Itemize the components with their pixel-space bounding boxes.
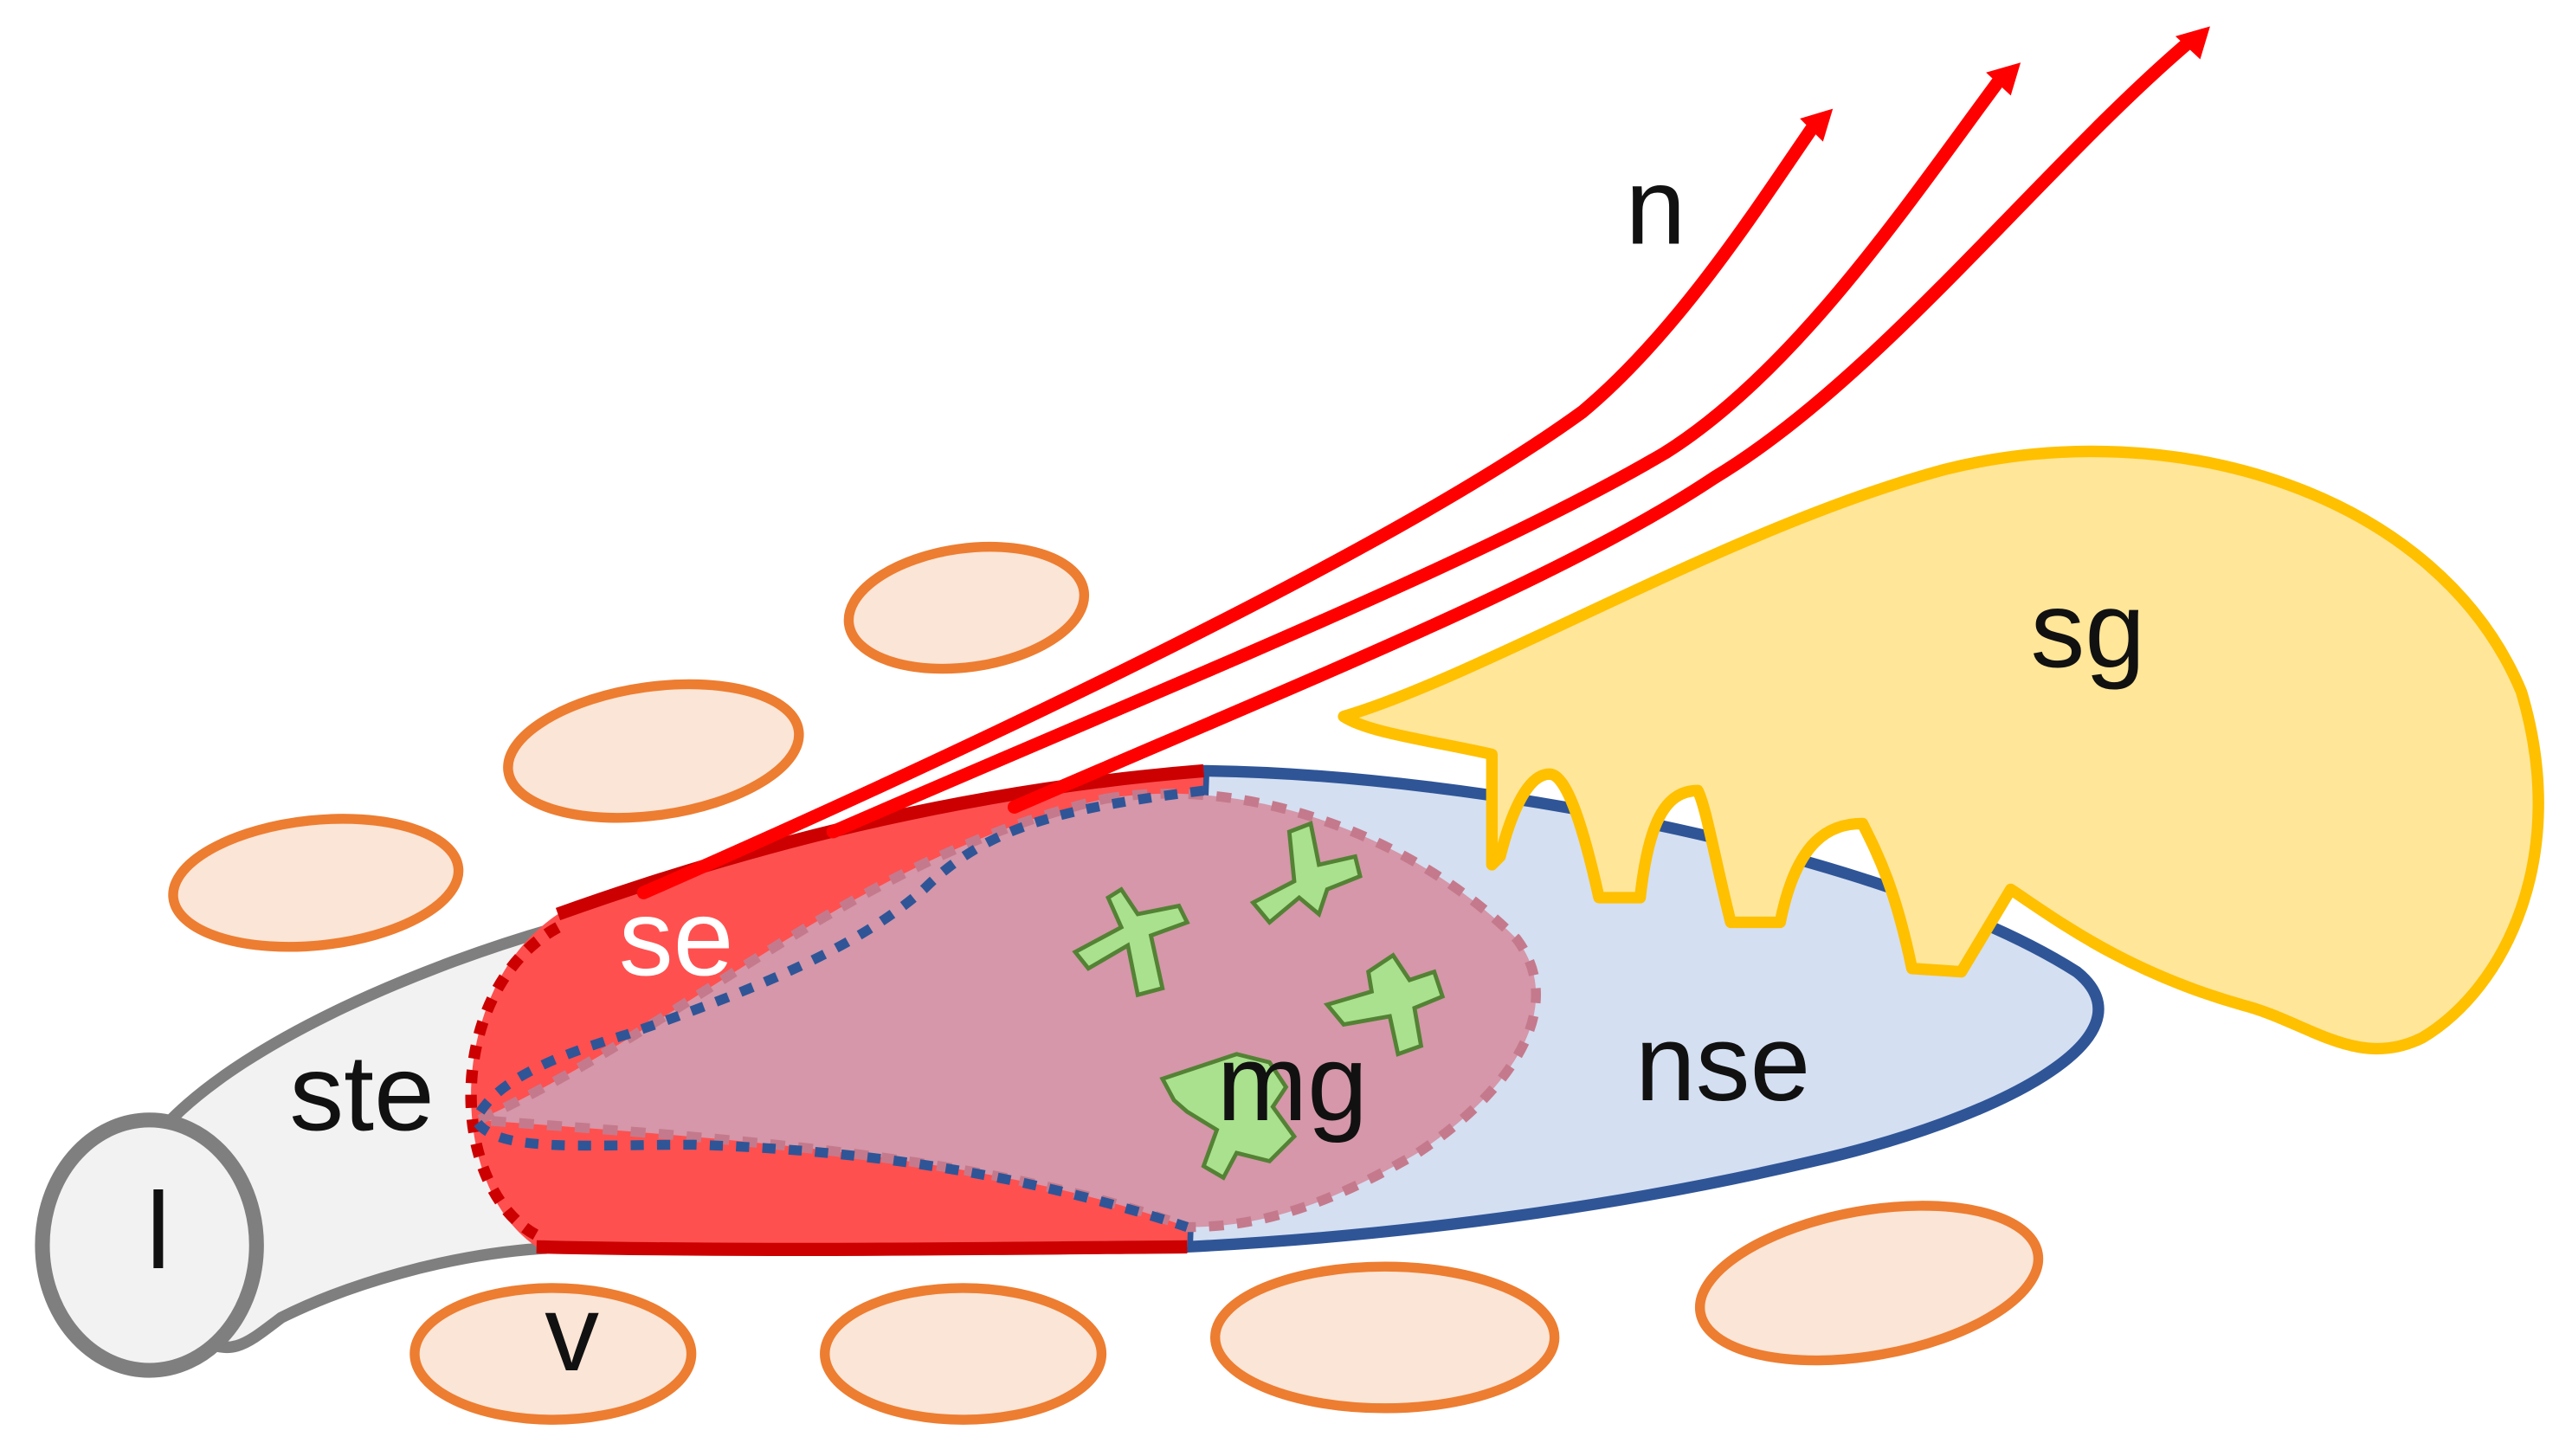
label-l: l (146, 1169, 171, 1292)
vessel-oval (1209, 1261, 1560, 1414)
label-se: se (619, 876, 734, 998)
nerve-end-arrow (1986, 62, 2021, 96)
vessel-oval (168, 814, 464, 952)
label-mg: mg (1217, 1021, 1368, 1144)
vessel-oval (843, 541, 1090, 674)
label-ste: ste (289, 1031, 435, 1153)
nerve-fiber (826, 68, 2009, 839)
vessel-oval (1694, 1201, 2044, 1366)
nerve-fiber (1007, 33, 2199, 814)
label-v: v (545, 1272, 599, 1394)
microglia-cell (1159, 1052, 1298, 1181)
nerve-group (636, 33, 2199, 899)
nerve-fiber (636, 115, 1823, 899)
vessel-group (168, 541, 2044, 1425)
label-nse: nse (1635, 1002, 1810, 1124)
label-sg: sg (2031, 569, 2146, 691)
vessel-oval (503, 679, 804, 823)
microglia-cells (1072, 821, 1446, 1181)
secretory-gland (1338, 445, 2544, 1055)
microglia-cell (1249, 821, 1363, 925)
nerve-end-arrow (2175, 26, 2210, 60)
lumen-circle (35, 1112, 264, 1378)
microglia-cell (1323, 952, 1446, 1057)
microglia-cell (1072, 886, 1190, 998)
vessel-oval (820, 1283, 1107, 1425)
sensory-epithelium-bottom-border (536, 1240, 1188, 1256)
nerve-end-arrow (1800, 108, 1834, 142)
label-n: n (1625, 145, 1686, 267)
sensory-epithelium-left-border (465, 922, 561, 1240)
vessel-oval (409, 1283, 697, 1425)
sensory-epithelium-inner-outline (469, 785, 1205, 1232)
nerve-end-arrows (1800, 26, 2210, 142)
